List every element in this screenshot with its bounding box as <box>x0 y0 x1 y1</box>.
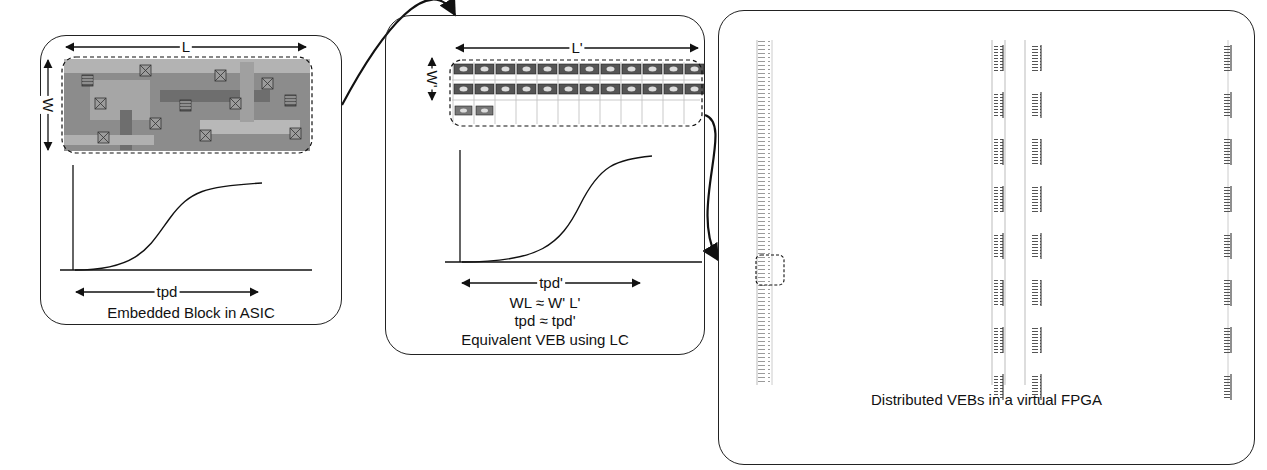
dashed-outline <box>62 57 312 153</box>
dimension-label: tpd ≈ tpd' <box>512 313 577 329</box>
fpga-columns <box>757 40 1231 400</box>
dimension-label: L <box>180 39 192 55</box>
caption: Embedded Block in ASIC <box>41 304 341 321</box>
dashed-outline <box>756 255 784 285</box>
axis <box>60 269 312 270</box>
dimension-label: WL ≈ W' L' <box>508 295 583 311</box>
caption: Equivalent VEB using LC <box>386 331 704 348</box>
dimension-label: W' <box>424 68 440 89</box>
panel: Embedded Block in ASIC <box>40 35 342 325</box>
dimension-label: tpd' <box>537 275 565 291</box>
dimension-label: tpd <box>155 284 180 300</box>
caption: Distributed VEBs in a virtual FPGA <box>719 391 1254 408</box>
axis <box>459 150 460 262</box>
panel: Distributed VEBs in a virtual FPGA <box>718 10 1255 465</box>
dimension-label: L' <box>569 40 584 56</box>
dimension-label: W <box>40 96 56 114</box>
lc-grid <box>452 62 704 124</box>
dashed-outline <box>450 60 702 126</box>
delay-curve <box>462 156 652 262</box>
axis <box>72 165 73 270</box>
delay-curve <box>75 183 262 270</box>
asic-layout <box>64 59 310 151</box>
curved-arrow <box>705 115 718 260</box>
